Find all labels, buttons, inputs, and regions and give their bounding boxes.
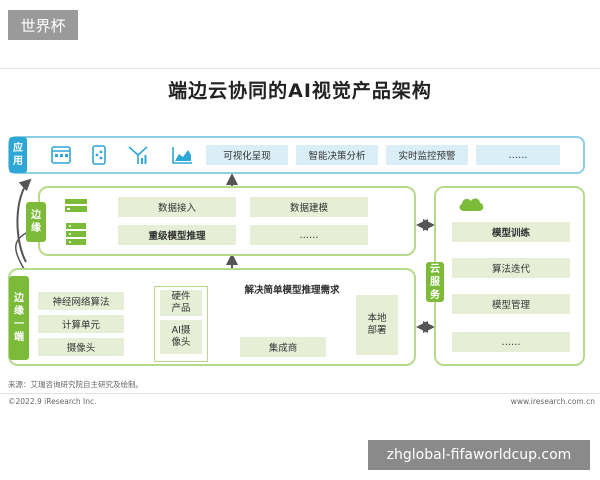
- app-item-more: ……: [476, 145, 560, 165]
- source-note: 来源：艾瑞咨询研究院自主研究及绘制。: [8, 380, 143, 389]
- integrator-box: 集成商: [240, 337, 326, 357]
- edge-layer-label: 边 缘: [26, 202, 46, 242]
- hardware-label-line: 产品: [171, 303, 191, 314]
- local-label-line: 本地: [367, 313, 387, 324]
- ai-camera-label-line: 像头: [171, 337, 191, 348]
- cloud-item-algorithm-iteration: 算法迭代: [452, 258, 570, 278]
- footer-divider: [0, 393, 600, 394]
- cloud-label-char: 务: [430, 289, 440, 301]
- area-chart-icon: [170, 145, 194, 165]
- cloud-item-model-management: 模型管理: [452, 294, 570, 314]
- edge-item-more: ……: [250, 225, 368, 245]
- device-item-compute-unit: 计算单元: [38, 315, 124, 333]
- server-rack-icon: [64, 197, 88, 215]
- cloud-icon: [456, 193, 486, 213]
- local-deployment-box: 本地 部署: [356, 295, 398, 355]
- edge-label-char: 边: [31, 210, 41, 221]
- device-label-char: 缘: [14, 306, 24, 317]
- diagram-title: 端边云协同的AI视觉产品架构: [168, 80, 432, 102]
- edge-item-heavy-inference: 重级模型推理: [118, 225, 236, 245]
- browser-window-icon: [50, 145, 72, 165]
- website: www.iresearch.com.cn: [510, 397, 595, 406]
- copyright: ©2022.9 iResearch Inc.: [8, 397, 97, 406]
- edge-device-layer-label: 边 缘 一 端: [9, 276, 29, 360]
- cloud-label-char: 服: [430, 276, 440, 288]
- device-item-camera: 摄像头: [38, 338, 124, 356]
- mobile-share-icon: [88, 145, 110, 165]
- ai-camera-label-line: AI摄: [171, 325, 191, 336]
- app-item-visualization: 可视化呈现: [206, 145, 288, 165]
- device-label-char: 一: [14, 319, 24, 330]
- cloud-item-more: ……: [452, 332, 570, 352]
- ai-camera-box: AI摄 像头: [160, 320, 202, 354]
- edge-label-char: 缘: [31, 223, 41, 234]
- cloud-label-char: 云: [430, 263, 440, 275]
- cloud-item-model-training: 模型训练: [452, 222, 570, 242]
- device-item-neural-network: 神经网络算法: [38, 292, 124, 310]
- header-tag: 世界杯: [8, 10, 78, 40]
- database-server-icon: [64, 222, 88, 246]
- edge-item-data-access: 数据接入: [118, 197, 236, 217]
- cloud-service-label: 云 服 务: [426, 262, 444, 302]
- app-label-char: 应: [13, 143, 23, 154]
- device-layer-caption: 解决简单模型推理需求: [244, 285, 340, 296]
- app-item-monitoring-alert: 实时监控预警: [386, 145, 468, 165]
- top-divider: [0, 68, 600, 69]
- device-label-char: 边: [14, 293, 24, 304]
- app-label-char: 用: [13, 156, 23, 167]
- local-label-line: 部署: [367, 325, 387, 336]
- hardware-product-box: 硬件 产品: [160, 290, 202, 316]
- app-layer-label: 应 用: [9, 137, 27, 173]
- edge-item-data-modeling: 数据建模: [250, 197, 368, 217]
- app-item-decision-analysis: 智能决策分析: [296, 145, 378, 165]
- hardware-label-line: 硬件: [171, 291, 191, 302]
- watermark-badge: zhglobal-fifaworldcup.com: [368, 440, 590, 470]
- device-label-char: 端: [14, 332, 24, 343]
- signal-antenna-icon: [126, 145, 150, 165]
